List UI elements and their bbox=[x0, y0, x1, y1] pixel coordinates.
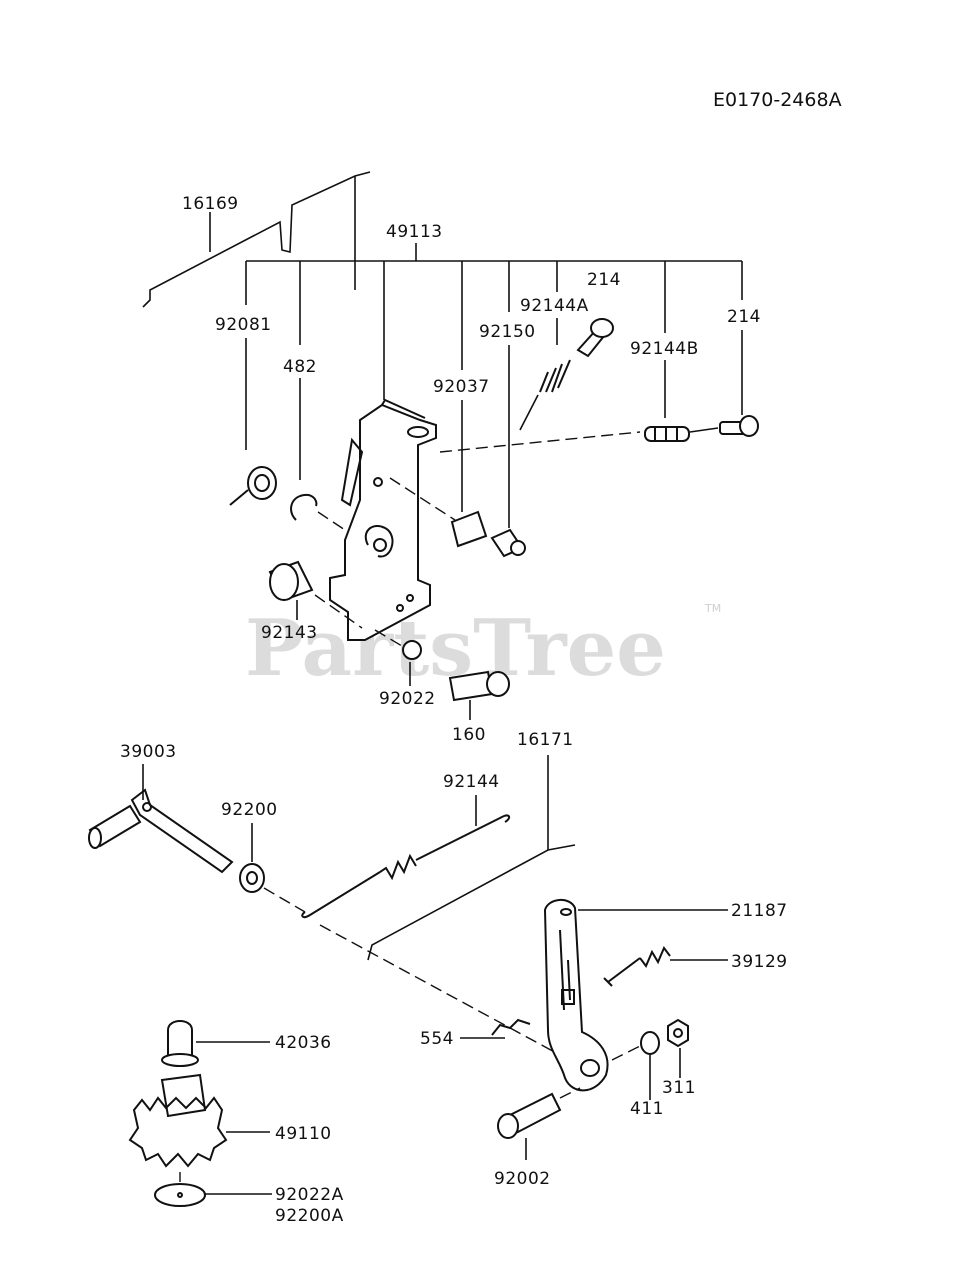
washer-92200-hole bbox=[246, 871, 258, 885]
control-bracket bbox=[329, 398, 437, 641]
washer-92022A-hole bbox=[177, 1192, 183, 1198]
dash-92022 bbox=[374, 629, 403, 647]
label-92081[interactable]: 92081 bbox=[215, 315, 272, 335]
screw-92150 bbox=[490, 528, 526, 558]
label-92200[interactable]: 92200 bbox=[221, 800, 278, 820]
label-92022[interactable]: 92022 bbox=[379, 689, 436, 709]
spring-39129 bbox=[603, 946, 728, 987]
dash-482 bbox=[317, 511, 346, 531]
bolt-160 bbox=[448, 670, 510, 720]
clip-482 bbox=[290, 494, 318, 521]
line-92144B-to-214 bbox=[689, 427, 719, 433]
bolt-214a bbox=[576, 318, 614, 358]
label-482[interactable]: 482 bbox=[283, 357, 317, 377]
label-49110[interactable]: 49110 bbox=[275, 1124, 332, 1144]
dash-lower-long bbox=[319, 924, 561, 1056]
label-311[interactable]: 311 bbox=[662, 1078, 696, 1098]
label-39003[interactable]: 39003 bbox=[120, 742, 177, 762]
label-39129[interactable]: 39129 bbox=[731, 952, 788, 972]
watermark-trademark: TM bbox=[704, 602, 721, 615]
label-49113[interactable]: 49113 bbox=[386, 222, 443, 242]
label-42036[interactable]: 42036 bbox=[275, 1033, 332, 1053]
label-16169[interactable]: 16169 bbox=[182, 194, 239, 214]
lever-21187 bbox=[543, 899, 728, 1092]
label-214-right[interactable]: 214 bbox=[727, 307, 761, 327]
spring-92144A bbox=[519, 359, 571, 431]
panel-16169 bbox=[142, 171, 371, 308]
label-92200A[interactable]: 92200A bbox=[275, 1206, 344, 1226]
part-554 bbox=[460, 1018, 531, 1039]
dash-92200 bbox=[263, 887, 306, 913]
nut-311-hole bbox=[673, 1028, 683, 1038]
label-92144A[interactable]: 92144A bbox=[520, 296, 589, 316]
plate-92037 bbox=[450, 510, 488, 548]
washer-92022 bbox=[402, 640, 422, 660]
label-92144[interactable]: 92144 bbox=[443, 772, 500, 792]
diagram-reference-code: E0170-2468A bbox=[713, 89, 842, 111]
label-92143[interactable]: 92143 bbox=[261, 623, 318, 643]
label-21187[interactable]: 21187 bbox=[731, 901, 788, 921]
bolt-92002 bbox=[497, 1087, 581, 1160]
label-214-upper[interactable]: 214 bbox=[587, 270, 621, 290]
leader-bracket-49113 bbox=[245, 243, 743, 528]
label-92144B[interactable]: 92144B bbox=[630, 339, 699, 359]
washer-411 bbox=[640, 1031, 660, 1055]
washer-92022A bbox=[154, 1183, 206, 1207]
nut-311 bbox=[667, 1018, 689, 1048]
label-92002[interactable]: 92002 bbox=[494, 1169, 551, 1189]
shaft-39003 bbox=[88, 764, 234, 874]
dash-92037 bbox=[389, 477, 456, 521]
washer-92200 bbox=[239, 863, 265, 893]
label-92022A[interactable]: 92022A bbox=[275, 1185, 344, 1205]
knob-42036 bbox=[161, 1020, 270, 1067]
collar-92143 bbox=[268, 560, 363, 629]
spring-92144B bbox=[644, 426, 690, 442]
label-92037[interactable]: 92037 bbox=[433, 377, 490, 397]
label-16171[interactable]: 16171 bbox=[517, 730, 574, 750]
dash-upper-spring-line bbox=[439, 431, 641, 453]
label-160[interactable]: 160 bbox=[452, 725, 486, 745]
spring-92081 bbox=[229, 466, 277, 506]
dash-411 bbox=[611, 1045, 641, 1061]
spring-92144 bbox=[301, 795, 511, 919]
gear-49110 bbox=[128, 1073, 270, 1168]
label-554[interactable]: 554 bbox=[420, 1029, 454, 1049]
bolt-214b bbox=[719, 415, 759, 437]
label-92150[interactable]: 92150 bbox=[479, 322, 536, 342]
label-411[interactable]: 411 bbox=[630, 1099, 664, 1119]
